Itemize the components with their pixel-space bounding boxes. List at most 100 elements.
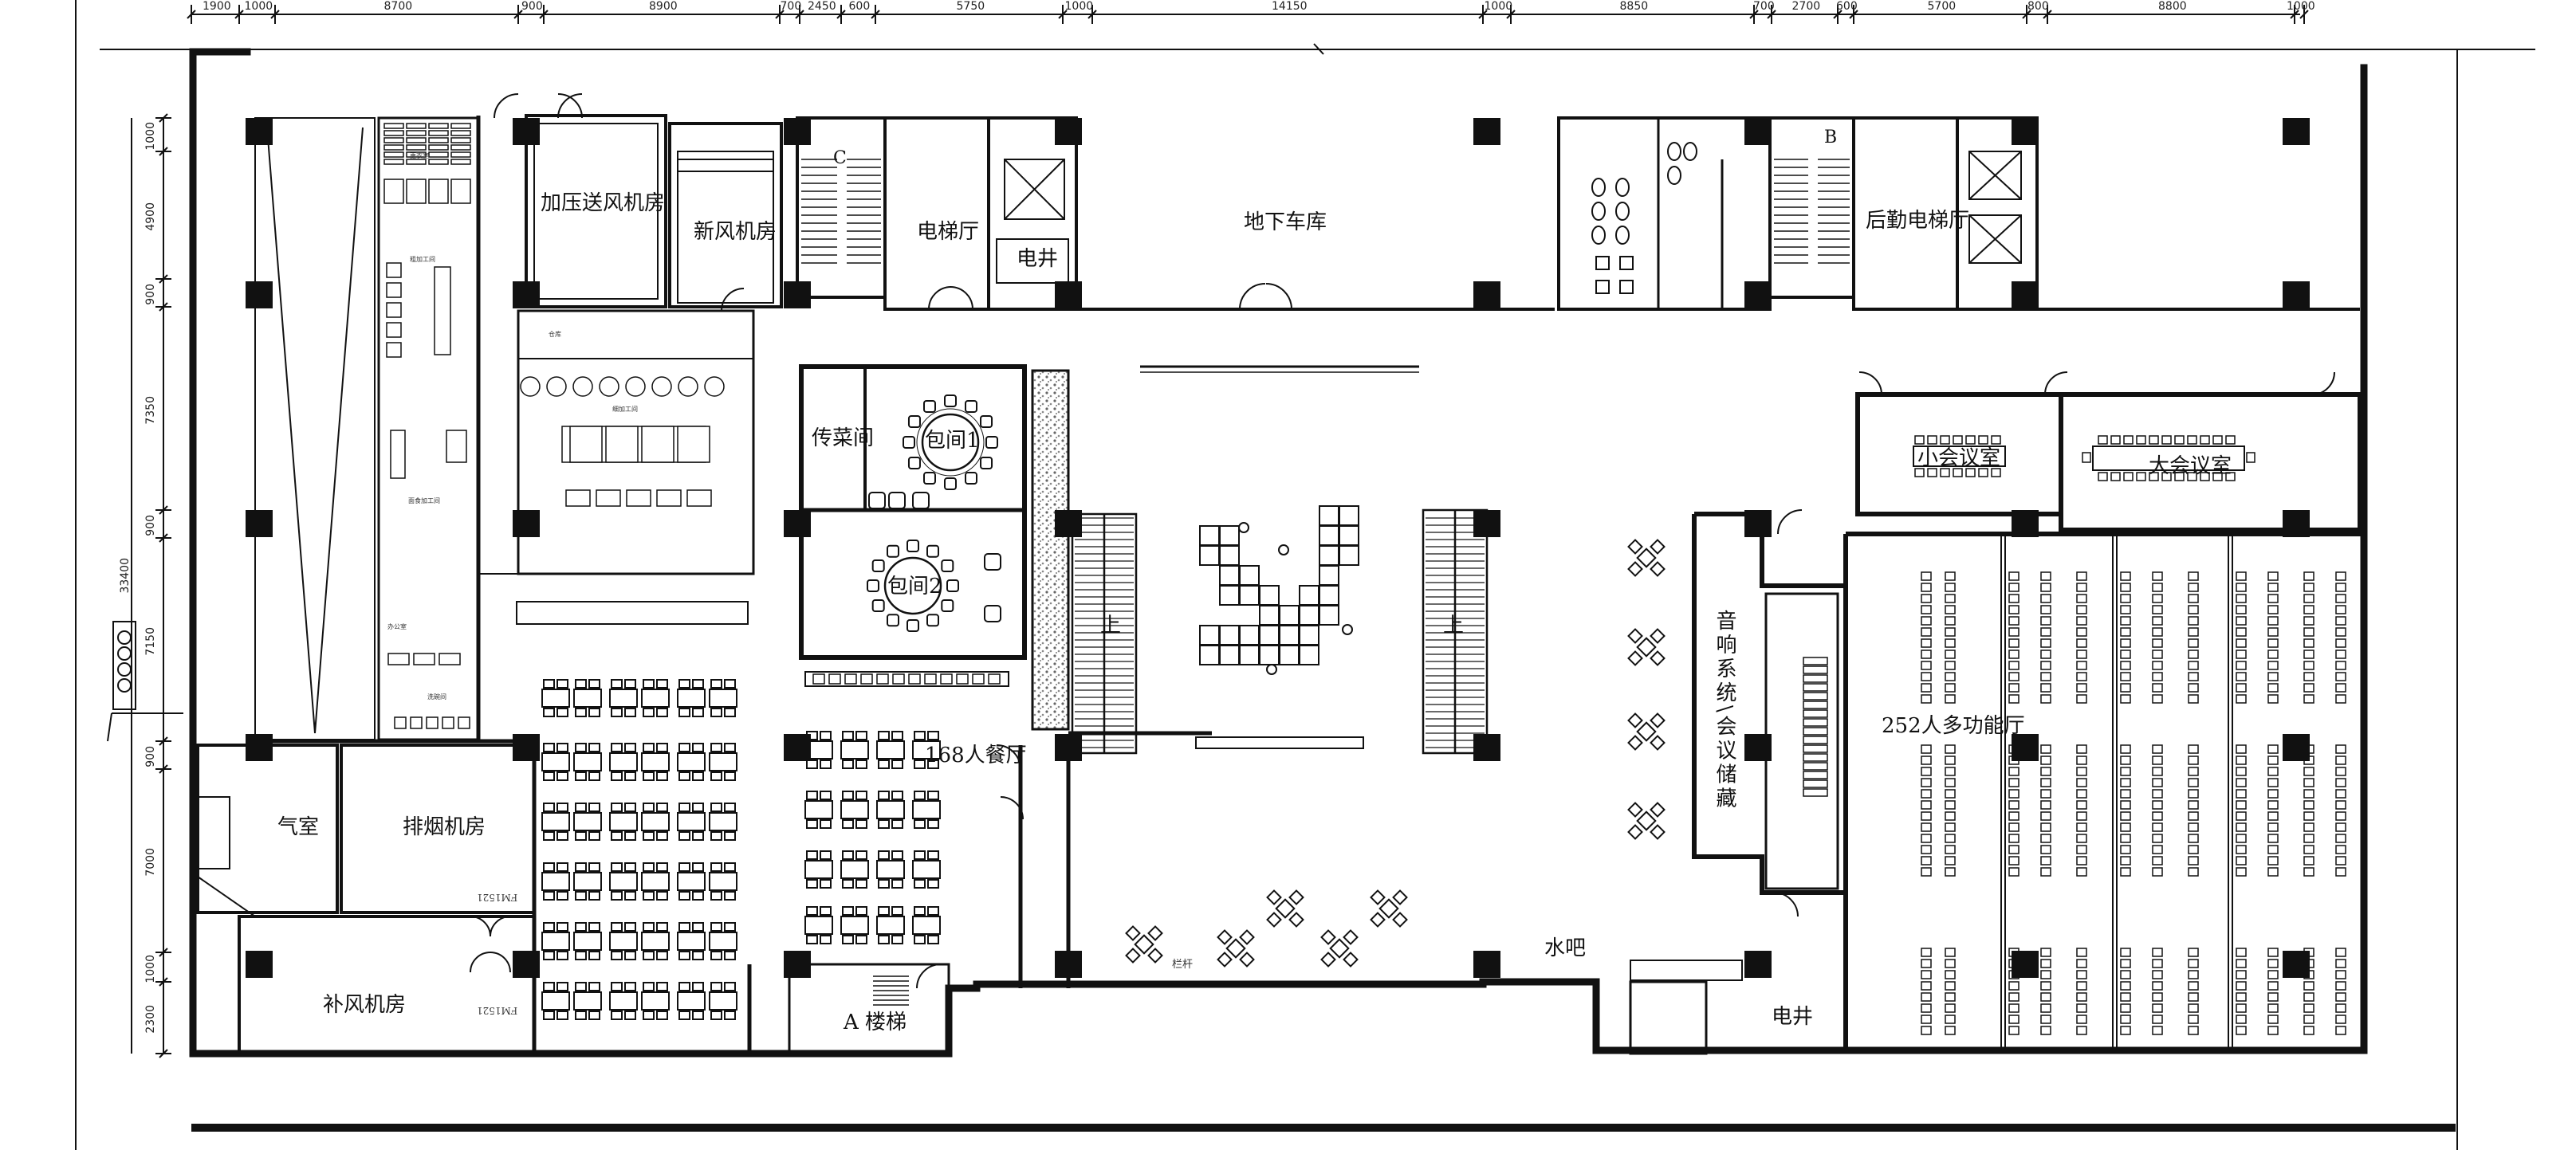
hall-seat	[2040, 661, 2051, 670]
kitchen-label-fine: 细加工间	[612, 406, 638, 413]
structural-column	[1473, 510, 1500, 537]
hall-seat	[2303, 845, 2314, 854]
hall-seat	[2008, 834, 2020, 843]
hall-seat	[2152, 970, 2163, 979]
dining-chair	[611, 862, 623, 872]
lobby-seat-block	[1239, 625, 1260, 646]
meeting-chair	[2123, 435, 2134, 445]
dining-chair	[891, 935, 903, 944]
elevator-shaft-west	[987, 116, 1078, 311]
hall-seat	[2303, 650, 2314, 659]
dining-chair	[543, 922, 555, 932]
cafe-table	[1636, 810, 1657, 831]
hall-seat	[2008, 672, 2020, 681]
cafe-table	[1329, 938, 1350, 959]
lobby-stool	[1238, 522, 1249, 533]
hall-seat	[2188, 767, 2199, 776]
prep-table	[386, 302, 402, 318]
hall-seat	[2267, 694, 2279, 704]
dining-chair	[927, 759, 939, 769]
dimension-label-top: 700	[1753, 0, 1775, 13]
dimension-label-top: 900	[521, 0, 543, 13]
hall-seat	[2040, 756, 2051, 765]
dining-chair	[588, 708, 600, 717]
hall-seat	[2040, 778, 2051, 787]
hall-seat	[2152, 583, 2163, 592]
dining-chair	[611, 803, 623, 812]
hall-seat	[2335, 744, 2346, 754]
hall-seat	[2152, 834, 2163, 843]
meeting-chair	[2149, 472, 2159, 481]
dining-chair	[678, 951, 690, 960]
dining-chair	[914, 879, 926, 889]
cafe-chair	[1125, 948, 1141, 964]
dining-chair	[643, 951, 655, 960]
hall-seat	[2188, 959, 2199, 968]
locker	[450, 130, 471, 136]
dimension-tick-slash	[1506, 10, 1516, 19]
hall-seat	[2188, 605, 2199, 614]
meeting-chair	[2174, 435, 2185, 445]
hall-seat	[1921, 778, 1932, 787]
hall-seat	[1921, 650, 1932, 659]
wok-burner	[651, 376, 672, 397]
meeting-chair	[1965, 468, 1976, 477]
hall-seat	[2008, 789, 2020, 799]
hall-seat	[2076, 856, 2087, 865]
dining-chair	[643, 771, 655, 781]
hall-seat	[2040, 1015, 2051, 1024]
dining-chair	[575, 891, 587, 901]
hall-seat	[2236, 683, 2247, 693]
dimension-tick-slash	[159, 302, 168, 312]
meeting-chair	[2123, 472, 2134, 481]
dining-chair	[891, 759, 903, 769]
hall-seat	[2008, 1015, 2020, 1024]
structural-column	[1744, 510, 1772, 537]
toilet-fixture	[1615, 178, 1630, 197]
cafe-chair	[1650, 650, 1666, 666]
structural-column	[784, 118, 811, 145]
dining-chair	[907, 540, 919, 552]
hall-seat	[2188, 789, 2199, 799]
multi-function-hall	[1843, 532, 2364, 1050]
dining-chair	[678, 743, 690, 752]
hall-seat	[2236, 616, 2247, 626]
dining-chair	[941, 599, 954, 612]
structural-column	[513, 951, 540, 978]
meeting-chair	[2082, 452, 2091, 463]
dining-chair	[724, 1011, 736, 1020]
escalator-east	[1422, 508, 1489, 755]
dining-chair	[855, 791, 867, 800]
hall-seat	[2188, 744, 2199, 754]
structural-column	[2012, 118, 2039, 145]
hall-seat	[1921, 789, 1932, 799]
hall-seat	[2076, 694, 2087, 704]
hall-seat	[2120, 650, 2131, 659]
dining-chair	[611, 982, 623, 991]
wok-burner	[572, 376, 593, 397]
hall-seat	[2076, 867, 2087, 877]
dimension-tick-slash	[1058, 10, 1068, 19]
hall-seat	[2076, 800, 2087, 810]
hall-seat	[2303, 992, 2314, 1002]
dining-chair	[820, 879, 832, 889]
hall-seat	[2040, 981, 2051, 991]
hall-seat	[2040, 1003, 2051, 1013]
hall-seat	[2040, 627, 2051, 637]
hall-seat	[2040, 594, 2051, 603]
left-dimension-chain	[131, 118, 164, 1054]
dining-chair	[867, 579, 879, 592]
hall-seat	[2120, 694, 2131, 704]
dimension-tick-slash	[270, 10, 280, 19]
hall-seat	[2008, 856, 2020, 865]
dining-table	[609, 932, 638, 951]
dining-chair	[656, 982, 668, 991]
dining-chair	[656, 831, 668, 841]
hall-seat	[2267, 845, 2279, 854]
hall-seat	[2152, 822, 2163, 832]
dining-chair	[710, 922, 722, 932]
hall-seat	[2188, 981, 2199, 991]
dining-chair	[643, 1011, 655, 1020]
dining-chair	[624, 951, 636, 960]
hall-seat	[2008, 605, 2020, 614]
